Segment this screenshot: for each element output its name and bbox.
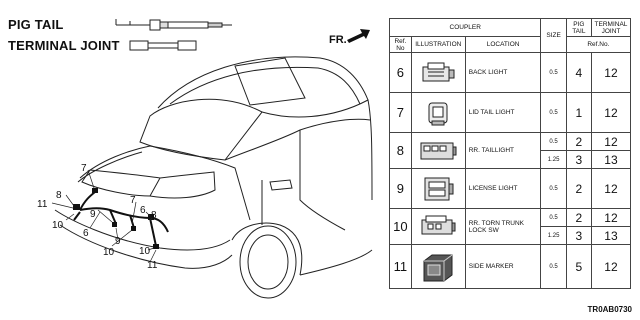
callout-11: 11: [37, 199, 48, 210]
row-terminal-joint: 12: [590, 92, 632, 133]
connector-illustration: [410, 92, 466, 133]
row-location: LID TAIL LIGHT: [464, 92, 542, 133]
connector-icon: [428, 102, 448, 125]
footer-code: TR0AB0730: [587, 305, 632, 314]
coupler-table: COUPLER SIZE PIG TAIL TERMINAL JOINT Ref…: [388, 18, 632, 289]
callout-numbers: 7 8 11 10 6 9 9 10 7 6 8 10 11: [37, 163, 158, 271]
callout-6: 6: [140, 205, 146, 216]
connector-icon: [424, 177, 454, 200]
row-location: LICENSE LIGHT: [464, 168, 542, 209]
connector-icon: [423, 254, 453, 281]
row-ref: 9: [389, 168, 412, 209]
row-location: RR. TORN TRUNK LOCK SW: [464, 208, 542, 245]
row-terminal-joint: 13: [590, 150, 632, 169]
connector-illustration: [410, 208, 466, 245]
row-size: 1.25: [540, 150, 567, 169]
callout-7: 7: [130, 195, 136, 206]
table-row: 1.25 3 13: [390, 226, 632, 245]
row-pig-tail: 5: [565, 244, 592, 289]
row-size: 0.5: [540, 92, 567, 133]
header-ref-no: Ref. No: [389, 36, 412, 53]
car-body-drawing: [54, 56, 373, 299]
connector-illustration: [410, 132, 466, 169]
header-coupler: COUPLER: [388, 18, 542, 37]
row-pig-tail: 3: [565, 150, 592, 169]
row-terminal-joint: 13: [590, 226, 632, 245]
direction-label: FR.: [329, 34, 347, 46]
row-ref: 6: [389, 52, 412, 93]
table-row: 10 RR. TORN TRUNK LOCK SW 0.5 2 12: [389, 208, 632, 245]
row-size: 0.5: [540, 168, 567, 209]
table-row: 9 LICENSE LIGHT 0.5 2 12: [389, 168, 632, 209]
pig-tail-icon: [115, 19, 232, 31]
connector-icon: [422, 62, 455, 81]
row-ref: 7: [389, 92, 412, 133]
callout-6: 6: [83, 228, 89, 239]
row-location: RR. TAILLIGHT: [464, 132, 542, 169]
harness-connectors: [73, 188, 159, 249]
row-terminal-joint: 12: [590, 244, 632, 289]
terminal-joint-icon: [129, 40, 197, 51]
row-pig-tail: 3: [565, 226, 592, 245]
header-size: SIZE: [540, 18, 567, 53]
callout-9: 9: [90, 209, 96, 220]
callout-10: 10: [139, 246, 151, 257]
row-size: 0.5: [540, 52, 567, 93]
row-pig-tail: 2: [565, 168, 592, 209]
row-terminal-joint: 12: [590, 208, 632, 227]
callout-11: 11: [147, 260, 158, 271]
row-terminal-joint: 12: [590, 52, 632, 93]
connector-icon: [421, 215, 456, 234]
row-ref: 8: [389, 132, 412, 169]
table-row: 1.25 3 13: [390, 150, 632, 169]
callout-8: 8: [56, 190, 62, 201]
row-size: 0.5: [540, 244, 567, 289]
row-pig-tail: 2: [565, 208, 592, 227]
row-location: SIDE MARKER: [464, 244, 542, 289]
header-ref-no-sub: Ref.No.: [565, 36, 632, 53]
row-terminal-joint: 12: [590, 132, 632, 151]
row-pig-tail: 4: [565, 52, 592, 93]
connector-icon: [420, 142, 457, 159]
legend-terminal-joint-title: TERMINAL JOINT: [8, 38, 120, 53]
row-size: 1.25: [540, 226, 567, 245]
connector-illustration: [410, 168, 466, 209]
row-ref: 10: [389, 208, 412, 245]
row-ref: 11: [389, 244, 412, 289]
callout-10: 10: [103, 247, 115, 258]
row-size: 0.5: [540, 208, 567, 227]
header-pig-tail: PIG TAIL: [565, 18, 592, 37]
table-row: 11 SIDE MARKER 0.5 5 12: [389, 244, 632, 289]
callout-8: 8: [151, 210, 157, 221]
header-illustration: ILLUSTRATION: [410, 36, 466, 53]
connector-illustration: [410, 52, 466, 93]
front-arrow-icon: [347, 29, 370, 43]
table-row: 8 RR. TAILLIGHT 0.5 2 12: [389, 132, 632, 169]
connector-illustration: [410, 244, 466, 289]
callout-9: 9: [115, 236, 121, 247]
callout-10: 10: [52, 220, 64, 231]
callout-leaders: [51, 169, 157, 263]
header-location: LOCATION: [464, 36, 542, 53]
callout-7: 7: [81, 163, 87, 174]
table-row: 7 LID TAIL LIGHT 0.5 1 12: [389, 92, 632, 133]
row-size: 0.5: [540, 132, 567, 151]
row-location: BACK LIGHT: [464, 52, 542, 93]
row-pig-tail: 2: [565, 132, 592, 151]
row-pig-tail: 1: [565, 92, 592, 133]
legend-pig-tail-title: PIG TAIL: [8, 17, 64, 32]
table-row: 6 BACK LIGHT 0.5 4 12: [389, 52, 632, 93]
wire-harness-drawing: [73, 191, 169, 247]
row-terminal-joint: 12: [590, 168, 632, 209]
header-terminal-joint: TERMINAL JOINT: [590, 18, 632, 37]
